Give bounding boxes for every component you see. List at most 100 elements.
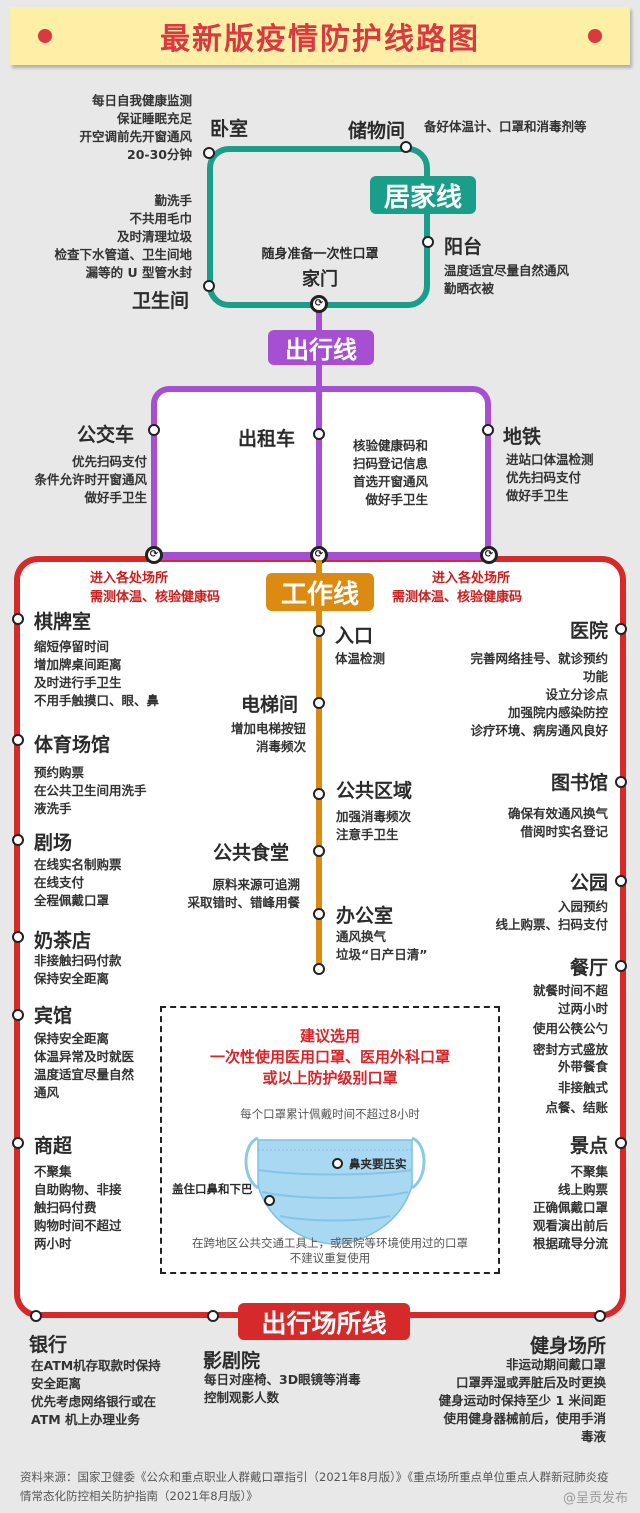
chin-cover-label: 盖住口鼻和下巴 [172,1182,253,1196]
station-cinema[interactable] [207,1310,219,1322]
mask-headline: 建议选用 一次性使用医用口罩、医用外科口罩 或以上防护级别口罩 [209,1027,450,1087]
station-hospital[interactable] [615,623,627,635]
station-tea-shop[interactable] [12,931,24,943]
station-hotel[interactable] [12,1009,24,1021]
mask-reuse-note: 在跨地区公共交通工具上，或医院等环境使用过的口罩 不建议重复使用 [192,1236,468,1265]
station-name-bank: 银行 [29,1334,68,1356]
station-tips-bedroom: 每日自我健康监测 保证睡眠充足 开空调前先开窗通风 20-30分钟 [79,93,192,162]
surgical-mask-icon [244,1136,426,1245]
station-taxi[interactable] [313,428,325,440]
station-bank[interactable] [30,1310,42,1322]
station-name-office: 办公室 [336,905,394,927]
station-tips-public-area: 加强消毒频次 注意手卫生 [336,809,412,842]
station-office[interactable] [313,908,325,920]
station-balcony[interactable] [422,236,434,248]
station-name-supermarket: 商超 [34,1135,73,1157]
station-restaurant[interactable] [615,960,627,972]
station-name-bedroom: 卧室 [210,118,249,140]
station-tips-gym: 非运动期间戴口罩 口罩弄湿或弄脏后及时更换 健身运动时保持至少 1 米间距 使用… [438,1357,606,1444]
transfer-icon-home-door[interactable]: ⟳ [310,295,328,313]
station-theater[interactable] [12,834,24,846]
title-dot-right-icon [588,29,602,43]
station-subway[interactable] [482,424,494,436]
station-name-public-area: 公共区域 [336,780,413,802]
station-tips-cinema: 每日对座椅、3D眼镜等消毒 控制观影人数 [204,1372,361,1405]
station-name-tea-shop: 奶茶店 [34,930,92,952]
title-banner: 最新版疫情防护线路图 [10,7,630,65]
station-entrance[interactable] [313,625,325,637]
station-tips-canteen: 原料来源可追溯 采取错时、错峰用餐 [187,877,300,910]
travel-line-label: 出行线 [268,330,374,365]
station-tips-hotel: 保持安全距离 体温异常及时就医 温度适宜尽量自然 通风 [34,1031,135,1100]
nose-clip-label: 鼻夹要压实 [349,1157,407,1171]
station-name-chess-room: 棋牌室 [34,611,92,633]
station-library[interactable] [615,776,627,788]
station-public-area[interactable] [313,788,325,800]
work-line-label: 工作线 [266,573,374,611]
station-park[interactable] [615,875,627,887]
station-name-park: 公园 [569,872,608,894]
station-name-entrance: 入口 [335,625,374,647]
station-chess-room[interactable] [12,613,24,625]
station-name-canteen: 公共食堂 [213,842,290,864]
entry-note-right: 进入各处场所 需测体温、核验健康码 [392,571,523,605]
home-door-label: 家门 [302,269,338,290]
station-scenic-spot[interactable] [615,1137,627,1149]
station-name-storage: 储物间 [348,120,406,142]
station-tips-bus: 优先扫码支付 条件允许时开窗通风 做好手卫生 [34,454,147,505]
mask-advice-box: 建议选用 一次性使用医用口罩、医用外科口罩 或以上防护级别口罩 每个口罩累计佩戴… [160,1006,500,1274]
station-name-bathroom: 卫生间 [132,290,190,312]
station-name-hotel: 宾馆 [34,1005,73,1027]
station-tips-bathroom: 勤洗手 不共用毛巾 及时清理垃圾 检查下水管道、卫生间地 漏等的 U 型管水封 [54,193,192,280]
home-line-label: 居家线 [370,176,476,214]
station-name-subway: 地铁 [503,426,542,448]
station-tips-tea-shop: 非接触扫码付款 保持安全距离 [34,953,122,986]
station-tips-restaurant: 就餐时间不超 过两小时 使用公筷公勺 密封方式盛放 外带餐食 非接触式 点餐、结… [532,983,608,1115]
station-gym[interactable] [594,1310,606,1322]
station-bathroom[interactable] [203,280,215,292]
station-canteen[interactable] [313,845,325,857]
station-tips-office: 通风换气 垃圾“日产日清” [336,929,428,962]
page-title: 最新版疫情防护线路图 [160,22,480,57]
station-name-scenic-spot: 景点 [569,1135,608,1157]
station-name-hospital: 医院 [569,620,608,642]
station-name-gym: 健身场所 [529,1335,606,1357]
transfer-icon-bus[interactable]: ⟳ [145,546,163,564]
station-name-restaurant: 餐厅 [569,957,608,979]
transfer-icon-subway[interactable]: ⟳ [480,546,498,564]
entry-note-left: 进入各处场所 需测体温、核验健康码 [90,571,221,605]
station-name-cinema: 影剧院 [203,1350,261,1372]
station-name-taxi: 出租车 [238,428,296,450]
station-tips-storage: 备好体温计、口罩和消毒剂等 [424,119,587,134]
title-dot-left-icon [38,29,52,43]
station-tips-hospital: 完善网络挂号、就诊预约 功能 设立分诊点 加强院内感染防控 诊疗环境、病房通风良… [470,651,608,738]
station-bus[interactable] [148,424,160,436]
station-tips-elevator: 增加电梯按钮 消毒频次 [230,721,306,754]
station-stadium[interactable] [12,734,24,746]
nose-clip-marker-icon [332,1158,343,1169]
station-bedroom[interactable] [203,147,215,159]
weibo-watermark: @呈贡发布 [562,1491,628,1506]
station-tips-supermarket: 不聚集 自助购物、非接 触扫码付费 购物时间不超过 两小时 [34,1164,122,1251]
venue-line-label: 出行场所线 [238,1303,410,1340]
station-tips-theater: 在线实名制购票 在线支付 全程佩戴口罩 [34,857,122,908]
station-tips-park: 入园预约 线上购票、扫码支付 [495,899,608,932]
work-line-trunk [316,560,322,970]
station-elevator[interactable] [313,697,325,709]
station-name-theater: 剧场 [34,832,73,854]
station-tips-chess-room: 缩短停留时间 增加牌桌间距离 及时进行手卫生 不用手触摸口、眼、鼻 [34,639,160,708]
station-tips-taxi: 核验健康码和 扫码登记信息 首选开窗通风 做好手卫生 [352,438,428,507]
station-storage[interactable] [400,141,412,153]
mask-duration-note: 每个口罩累计佩戴时间不超过8小时 [240,1107,420,1121]
chin-cover-marker-icon [264,1195,275,1206]
home-center-note: 随身准备一次性口罩 [261,247,379,262]
station-name-library: 图书馆 [550,772,608,794]
station-supermarket[interactable] [12,1137,24,1149]
station-tips-entrance: 体温检测 [335,651,386,666]
source-citation: 资料来源：国家卫健委《公众和重点职业人群戴口罩指引（2021年8月版）》《重点场… [20,1470,609,1503]
station-name-elevator: 电梯间 [241,694,299,716]
station-tips-stadium: 预约购票 在公共卫生间用洗手 液洗手 [34,765,147,816]
travel-line-center [316,386,322,558]
station-name-bus: 公交车 [77,424,135,446]
station-name-stadium: 体育场馆 [34,734,111,756]
